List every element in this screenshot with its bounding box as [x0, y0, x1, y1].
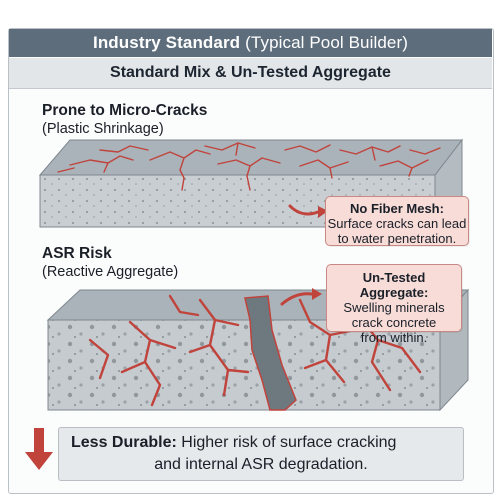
- section2-subtitle: (Reactive Aggregate): [42, 264, 179, 280]
- fiber-mesh-callout-title: No Fiber Mesh:: [350, 201, 444, 216]
- header-title: Industry Standard: [93, 33, 241, 52]
- fiber-mesh-callout: No Fiber Mesh: Surface cracks can lead t…: [325, 196, 469, 246]
- aggregate-callout: Un-Tested Aggregate: Swelling minerals c…: [326, 264, 462, 345]
- aggregate-callout-line1: Swelling minerals: [343, 300, 445, 315]
- asr-slab: [46, 288, 470, 412]
- down-arrow-icon: [25, 428, 53, 470]
- section2-title: ASR Risk: [42, 245, 112, 262]
- section1-title: Prone to Micro-Cracks: [42, 102, 208, 119]
- conclusion-text1: Higher risk of surface cracking: [181, 434, 397, 451]
- diagram-frame: [8, 28, 494, 494]
- surface-cracks: [57, 142, 441, 191]
- aggregate-callout-title: Un-Tested Aggregate:: [359, 270, 429, 300]
- header-title-note: (Typical Pool Builder): [245, 33, 408, 52]
- callout-arrow-icon: [318, 206, 328, 218]
- conclusion-text2: and internal ASR degradation.: [154, 456, 368, 473]
- callout-arrow-icon: [312, 288, 322, 300]
- callout-arrow-icon: [288, 204, 320, 216]
- conclusion-label: Less Durable:: [71, 434, 177, 451]
- aggregate-callout-line2: crack concrete: [351, 315, 437, 330]
- asr-cracks: [88, 294, 432, 407]
- conclusion-box: Less Durable: Higher risk of surface cra…: [58, 427, 464, 481]
- header-bar: Industry Standard (Typical Pool Builder): [9, 29, 492, 57]
- fiber-mesh-callout-line1: Surface cracks can lead: [327, 216, 467, 231]
- aggregate-callout-line3: from within.: [360, 330, 428, 345]
- header-subtitle: Standard Mix & Un-Tested Aggregate: [9, 58, 492, 89]
- callout-arrow-icon: [280, 292, 314, 306]
- conclusion-line1: Less Durable: Higher risk of surface cra…: [71, 432, 396, 453]
- fiber-mesh-callout-line2: to water penetration.: [337, 231, 457, 246]
- section1-subtitle: (Plastic Shrinkage): [42, 121, 164, 137]
